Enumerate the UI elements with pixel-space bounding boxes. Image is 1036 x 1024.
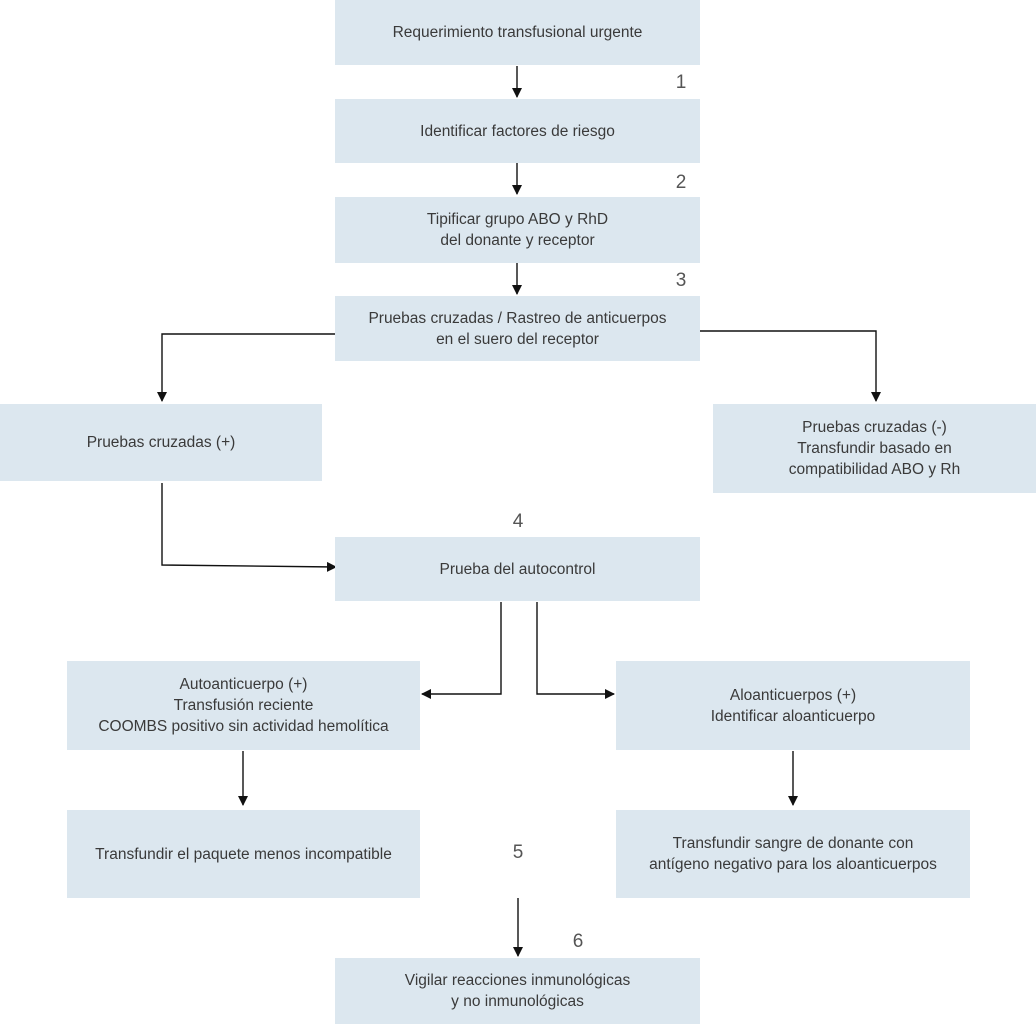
arrow-b5-b7 <box>161 483 337 572</box>
box-vigilar-reacciones: Vigilar reacciones inmunológicas y no in… <box>335 958 700 1024</box>
box-text: Pruebas cruzadas / Rastreo de anticuerpo… <box>368 309 667 327</box>
arrow-b4-b6 <box>700 330 881 402</box>
box-text: Requerimiento transfusional urgente <box>392 24 643 41</box>
step-number-6: 6 <box>572 931 584 952</box>
box-text: COOMBS positivo sin actividad hemolítica <box>98 718 389 735</box>
box-text: Pruebas cruzadas (+) <box>86 434 236 451</box>
step-number-2: 2 <box>675 172 687 193</box>
box-text: Prueba del autocontrol <box>439 560 596 578</box>
box-text: Pruebas cruzadas (-) <box>802 419 947 436</box>
box-text: y no inmunológicas <box>451 993 584 1010</box>
arrow-b7-b9 <box>536 602 615 699</box>
box-text: Transfundir sangre de donante con <box>672 835 914 852</box>
box-pruebas-cruzadas-positivo: Pruebas cruzadas (+) <box>0 404 322 481</box>
box-text: compatibilidad ABO y Rh <box>788 461 961 478</box>
box-text: Transfundir basado en <box>797 440 952 457</box>
box-text: Vigilar reacciones inmunológicas <box>404 972 631 989</box>
box-text: Identificar factores de riesgo <box>420 122 615 140</box>
arrow-b4-b5 <box>157 333 335 402</box>
box-text: antígeno negativo para los aloanticuerpo… <box>649 856 937 873</box>
box-text: Transfusión reciente <box>173 697 314 714</box>
box-autoanticuerpo: Autoanticuerpo (+) Transfusión reciente … <box>67 661 420 750</box>
step-number-4: 4 <box>512 511 524 532</box>
box-pruebas-cruzadas-rastreo: Pruebas cruzadas / Rastreo de anticuerpo… <box>335 296 700 361</box>
box-transfundir-menos-incompatible: Transfundir el paquete menos incompatibl… <box>67 810 420 898</box>
box-text: Autoanticuerpo (+) <box>179 676 308 693</box>
box-aloanticuerpos: Aloanticuerpos (+) Identificar aloanticu… <box>616 661 970 750</box>
step-number-3: 3 <box>675 270 687 291</box>
step-number-5: 5 <box>512 842 524 863</box>
arrow-b7-b8 <box>421 602 502 699</box>
box-text: en el suero del receptor <box>436 330 599 348</box>
box-text: del donante y receptor <box>440 232 595 249</box>
box-transfundir-antigeno-negativo: Transfundir sangre de donante con antíge… <box>616 810 970 898</box>
step-number-1: 1 <box>675 72 687 93</box>
box-identificar-factores-riesgo: Identificar factores de riesgo <box>335 99 700 163</box>
box-prueba-autocontrol: Prueba del autocontrol <box>335 537 700 601</box>
box-text: Aloanticuerpos (+) <box>729 686 857 704</box>
box-requerimiento-transfusional: Requerimiento transfusional urgente <box>335 0 700 65</box>
box-text: Identificar aloanticuerpo <box>710 707 876 725</box>
box-text: Tipificar grupo ABO y RhD <box>426 211 609 228</box>
box-tipificar-grupo: Tipificar grupo ABO y RhD del donante y … <box>335 197 700 263</box>
box-pruebas-cruzadas-negativo: Pruebas cruzadas (-) Transfundir basado … <box>713 404 1036 493</box>
box-text: Transfundir el paquete menos incompatibl… <box>95 845 392 863</box>
